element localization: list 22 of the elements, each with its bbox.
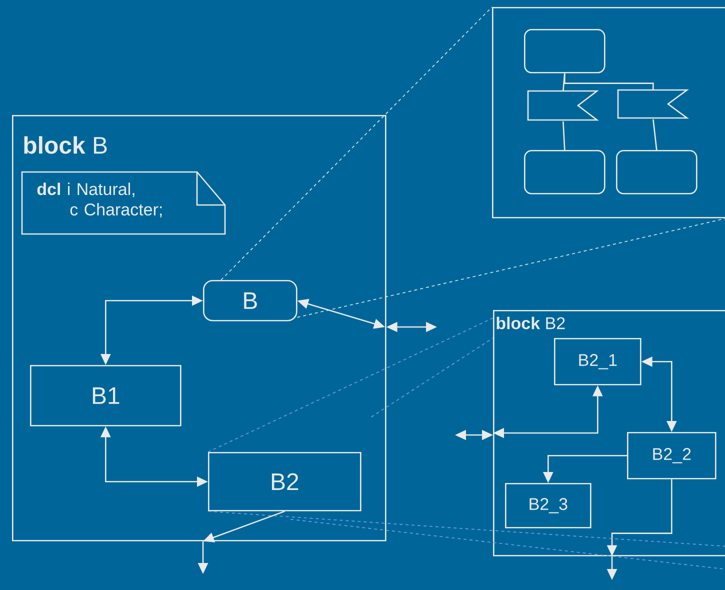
process-box: B2 [208,452,362,512]
process-box: B2_2 [627,432,716,480]
connector-line [562,73,566,92]
projection-line [296,218,725,318]
projection-line [290,518,725,570]
projection-line [220,6,492,280]
rounded-box [616,150,698,194]
rounded-box [524,29,606,74]
process-box: B2_1 [554,338,642,386]
process-box: B [203,280,298,322]
flag-shape [617,89,689,119]
projection-line [208,510,725,547]
rounded-box [524,150,606,194]
connector-line [652,119,658,150]
connector-line [564,73,654,90]
flag-shape [527,90,599,121]
projection-line [370,338,494,418]
connector-line [562,121,566,150]
projection-line [208,318,494,452]
process-box: B1 [30,365,182,426]
process-box: B2_3 [505,483,592,528]
diagram-frame [492,7,725,218]
